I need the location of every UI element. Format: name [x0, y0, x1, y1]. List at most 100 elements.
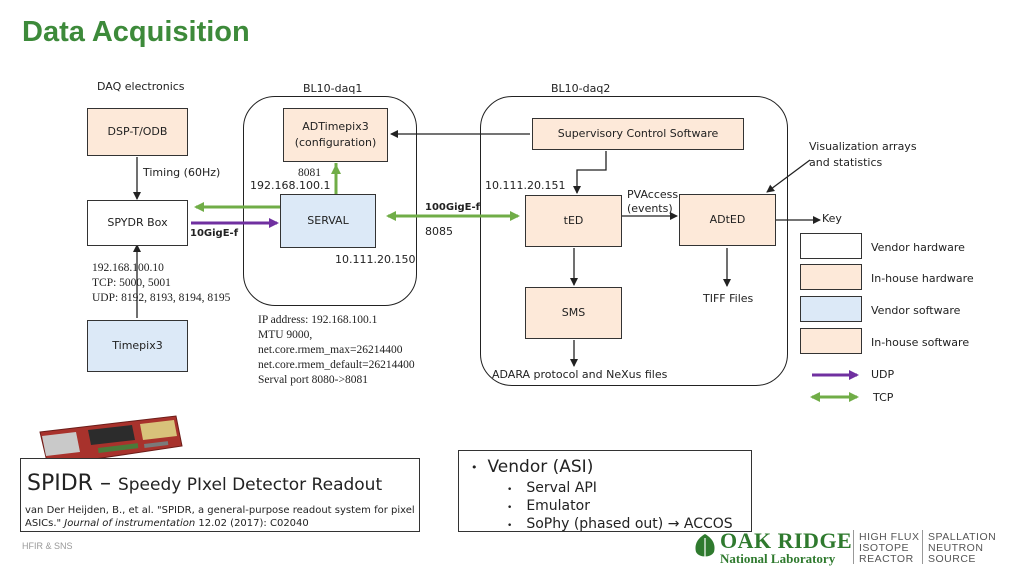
spydr-ip: 192.168.100.10 [92, 262, 164, 274]
vendor-list-item: • SoPhy (phased out) → ACCOS [507, 516, 733, 534]
adara-label: ADARA protocol and NeXus files [492, 368, 668, 381]
tiff-files-label: TIFF Files [703, 292, 754, 305]
adtimepix3-label: ADTimepix3 [302, 120, 369, 133]
logo-hfir-line: REACTOR [859, 553, 914, 565]
sms-label: SMS [561, 306, 586, 319]
oak-leaf-icon [695, 534, 715, 557]
spidr-citation-authors: van Der Heijden, B., et al. "SPIDR, a ge… [25, 505, 415, 529]
logo-hfir-line: ISOTOPE [859, 542, 909, 554]
bullet-icon: • [507, 485, 513, 495]
serval-ip-label: 10.111.20.150 [335, 253, 416, 266]
serval-box: SERVAL [280, 194, 376, 248]
bullet-icon: • [507, 521, 513, 531]
port-8081-label: 8081 [298, 167, 321, 179]
vendor-heading-text: Vendor (ASI) [487, 457, 594, 477]
key-label-udp: UDP [871, 368, 895, 381]
daq1-group [243, 96, 417, 306]
logo-sns: SPALLATION NEUTRON SOURCE [928, 532, 996, 565]
pvaccess-line2: (events) [627, 202, 673, 215]
footer-text: HFIR & SNS [22, 541, 73, 551]
spidr-citation-journal: Journal of instrumentation [64, 518, 196, 529]
key-swatch-vendor-hardware [800, 233, 862, 259]
ip-daq2-label: 10.111.20.151 [485, 179, 566, 192]
spidr-board-image [39, 415, 183, 467]
supervisory-box: Supervisory Control Software [532, 118, 744, 150]
logo-hfir-line: HIGH FLUX [859, 531, 920, 543]
spidr-heading-main: SPIDR – [27, 471, 118, 496]
key-label-inhouse-software: In-house software [871, 336, 970, 349]
timing-label: Timing (60Hz) [143, 166, 221, 179]
logo-sns-line: SPALLATION [928, 531, 997, 543]
vendor-heading: • Vendor (ASI) [471, 457, 593, 477]
ted-label: tED [563, 214, 584, 227]
timepix3-box: Timepix3 [87, 320, 188, 372]
supervisory-label: Supervisory Control Software [557, 127, 719, 140]
serval-config-line: net.core.rmem_max=26214400 [258, 344, 403, 356]
key-label-inhouse-hardware: In-house hardware [871, 272, 974, 285]
key-label-vendor-hardware: Vendor hardware [871, 241, 965, 254]
visualization-line1: Visualization arrays [809, 140, 917, 153]
spidr-citation: van Der Heijden, B., et al. "SPIDR, a ge… [25, 504, 417, 530]
adted-label: ADtED [709, 213, 746, 226]
serval-config-line: IP address: 192.168.100.1 [258, 314, 378, 326]
supervisory-to-ted-arrow [573, 151, 607, 194]
timepix3-label: Timepix3 [112, 339, 163, 352]
link-100gige-label: 100GigE-f [425, 202, 480, 213]
ted-box: tED [525, 195, 622, 247]
daq-electronics-label: DAQ electronics [97, 80, 185, 93]
spydr-tcp: TCP: 5000, 5001 [92, 277, 171, 289]
key-title: Key [822, 212, 842, 225]
bullet-icon: • [471, 460, 478, 474]
page-title: Data Acquisition [22, 16, 250, 48]
logo-hfir: HIGH FLUX ISOTOPE REACTOR [859, 532, 920, 565]
visualization-arrow [766, 159, 811, 193]
spidr-heading-rest: Speedy PIxel Detector Readout [117, 475, 383, 495]
dsp-box: DSP-T/ODB [87, 108, 188, 156]
port-8085-label: 8085 [425, 225, 453, 238]
pvaccess-line1: PVAccess [627, 188, 679, 201]
sms-box: SMS [525, 287, 622, 339]
serval-config-line: MTU 9000, [258, 329, 313, 341]
logo-oak-ridge: OAK RIDGE [720, 528, 853, 553]
bl10-daq2-label: BL10-daq2 [551, 82, 611, 95]
bl10-daq1-label: BL10-daq1 [303, 82, 363, 95]
vendor-box: • Vendor (ASI) • Serval API • Emulator • SoP… [458, 450, 752, 532]
key-label-tcp: TCP [873, 391, 894, 404]
serval-label: SERVAL [307, 214, 349, 227]
key-label-vendor-software: Vendor software [871, 304, 961, 317]
serval-config-info: IP address: 192.168.100.1 MTU 9000, net.… [258, 313, 415, 388]
bullet-icon: • [507, 503, 513, 513]
logo-divider [853, 530, 854, 564]
vendor-item-sophy: SoPhy (phased out) → ACCOS [526, 516, 733, 532]
adtimepix3-sublabel: (configuration) [294, 136, 377, 149]
ip-daq1-label: 192.168.100.1 [250, 179, 331, 192]
spydr-udp: UDP: 8192, 8193, 8194, 8195 [92, 292, 231, 304]
logo-national-lab: National Laboratory [720, 551, 836, 566]
serval-config-line: Serval port 8080->8081 [258, 374, 368, 386]
adtimepix3-box: ADTimepix3 (configuration) [283, 108, 388, 162]
visualization-line2: and statistics [809, 156, 883, 169]
adted-box: ADtED [679, 194, 776, 246]
spydr-box: SPYDR Box [87, 200, 188, 246]
dsp-label: DSP-T/ODB [107, 125, 168, 138]
vendor-list: • Serval API • Emulator • SoPhy (phased out… [507, 480, 733, 534]
spidr-reference-box: SPIDR – Speedy PIxel Detector Readout va… [20, 458, 420, 532]
spidr-citation-volume: 12.02 (2017): C02040 [195, 518, 309, 529]
vendor-item-emulator: Emulator [526, 498, 590, 514]
vendor-list-item: • Serval API [507, 480, 733, 498]
key-swatch-inhouse-hardware [800, 264, 862, 290]
vendor-item-serval-api: Serval API [526, 480, 597, 496]
visualization-label: Visualization arrays and statistics [809, 139, 917, 171]
logo-divider [922, 530, 923, 564]
serval-config-line: net.core.rmem_default=26214400 [258, 359, 415, 371]
spidr-heading: SPIDR – Speedy PIxel Detector Readout [27, 471, 382, 496]
logo-sns-line: NEUTRON [928, 542, 984, 554]
ornl-logo: OAK RIDGE National Laboratory HIGH FLUX … [690, 528, 1016, 568]
key-swatch-inhouse-software [800, 328, 862, 354]
logo-sns-line: SOURCE [928, 553, 976, 565]
pvaccess-label: PVAccess (events) [627, 188, 678, 216]
daq2-group [480, 96, 788, 386]
spydr-label: SPYDR Box [107, 216, 168, 229]
spydr-network-info: 192.168.100.10 TCP: 5000, 5001 UDP: 8192… [92, 261, 230, 306]
